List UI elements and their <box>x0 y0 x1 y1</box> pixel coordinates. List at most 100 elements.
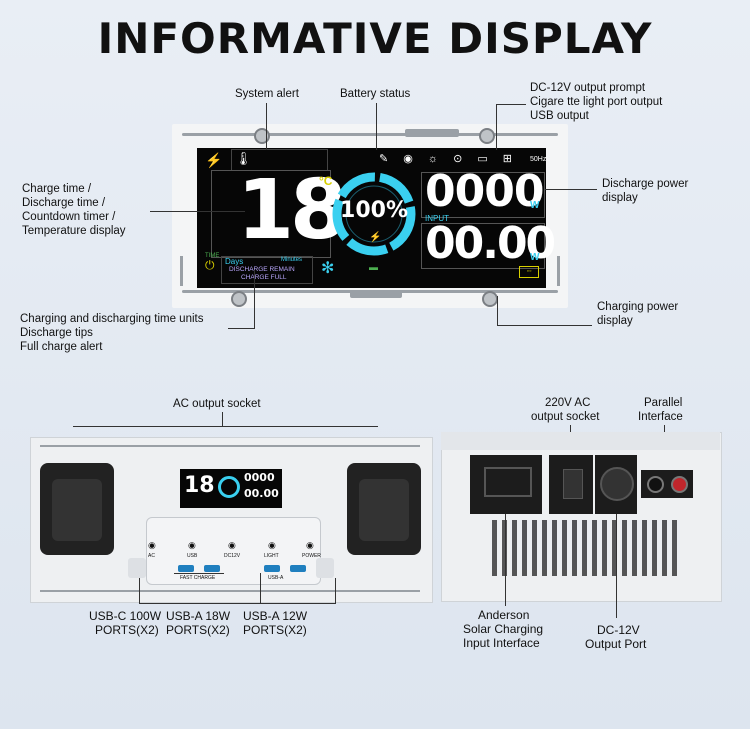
mini-lcd: 18 0000 00.00 <box>180 469 282 508</box>
dc12v-port[interactable] <box>595 455 637 514</box>
callout-charge-time-3: Countdown timer / <box>22 211 116 223</box>
callout-charge-time-1: Charge time / <box>22 183 92 195</box>
ac-socket-left[interactable] <box>40 463 114 555</box>
dc12v-label: DC12V <box>224 553 241 559</box>
usb-label: USB <box>187 553 198 559</box>
mini-output: 0000 <box>244 471 275 484</box>
leader-line <box>497 296 498 326</box>
leader-line <box>545 189 597 190</box>
screw-icon <box>231 291 247 307</box>
ac-label: AC <box>148 553 155 559</box>
charging-bolt-icon: ⚡ <box>369 232 382 243</box>
usb-c-port-left[interactable] <box>128 558 146 578</box>
callout-usba12-2: PORTS(X2) <box>243 623 307 637</box>
lcd-screen: ⚡ 🌡 18 °C 100% ⚡ ✎ ◉ ☼ ⊙ ▭ ⊞ 50Hz 0000 W… <box>197 148 556 288</box>
usb-a-label: USB-A <box>268 575 284 581</box>
callout-battery-status: Battery status <box>340 88 411 100</box>
callout-anderson-1: Anderson <box>478 608 530 622</box>
callout-dc-prompt-1: DC-12V output prompt <box>530 82 646 94</box>
callout-anderson-3: Input Interface <box>463 636 540 650</box>
thermometer-icon: 🌡 <box>235 151 252 166</box>
leader-line <box>260 573 261 603</box>
time-units-box <box>221 256 313 284</box>
light-button[interactable]: ◉ <box>268 540 276 550</box>
leader-line <box>139 578 140 604</box>
frame-clip-top <box>405 129 459 137</box>
discharge-remain-label: DISCHARGE REMAIN <box>229 266 295 273</box>
callout-anderson-2: Solar Charging <box>463 622 544 636</box>
callout-parallel-2: Interface <box>638 411 683 423</box>
callout-usba18-1: USB-A 18W <box>166 609 231 623</box>
control-panel <box>146 517 321 585</box>
temperature-value: 18 <box>237 163 347 258</box>
vent-grille <box>487 520 677 576</box>
callout-usbc-1: USB-C 100W <box>89 609 162 623</box>
frame-rail-top <box>182 133 558 136</box>
fan-alert-icon: ⚡ <box>205 152 223 168</box>
anderson-port[interactable] <box>470 455 542 514</box>
light-label: LIGHT <box>264 553 279 559</box>
parallel-terminal <box>647 476 664 493</box>
anderson-face <box>484 467 532 497</box>
panel-rail <box>40 445 420 447</box>
callout-system-alert: System alert <box>235 88 299 100</box>
leader-line <box>174 573 224 574</box>
callout-dc12-1: DC-12V <box>597 623 640 637</box>
usb-a-18w-port[interactable] <box>178 565 194 572</box>
leader-line <box>228 328 254 329</box>
power-label: POWER <box>302 553 321 559</box>
callout-charge-time-2: Discharge time / <box>22 197 106 209</box>
callout-dc-prompt-2: Cigare tte light port output <box>530 96 663 108</box>
ac-socket-right[interactable] <box>347 463 421 555</box>
socket-face <box>359 479 409 541</box>
usb-a-18w-port[interactable] <box>204 565 220 572</box>
screw-icon <box>254 128 270 144</box>
power-button[interactable]: ◉ <box>306 540 314 550</box>
panel-rail <box>40 590 420 592</box>
iec-face <box>563 469 583 499</box>
dc12v-button[interactable]: ◉ <box>228 540 236 550</box>
temp-box <box>211 170 331 258</box>
ac-button[interactable]: ◉ <box>148 540 156 550</box>
usb-c-port-right[interactable] <box>316 558 334 578</box>
usb-a-12w-port[interactable] <box>264 565 280 572</box>
leader-line <box>222 412 223 426</box>
leader-line <box>505 514 506 606</box>
battery-ring <box>332 172 416 256</box>
callout-time-units-1: Charging and discharging time units <box>20 313 204 325</box>
callout-220v-1: 220V AC <box>545 397 591 409</box>
socket-face <box>52 479 102 541</box>
callout-time-units-3: Full charge alert <box>20 341 103 353</box>
usb-a-12w-port[interactable] <box>290 565 306 572</box>
callout-220v-2: output socket <box>531 411 600 423</box>
usb-button[interactable]: ◉ <box>188 540 196 550</box>
ac-220v-socket[interactable] <box>549 455 593 514</box>
socket-icon: ◦◦ <box>519 266 539 278</box>
mini-battery-ring <box>218 476 240 498</box>
rear-panel-top <box>441 432 720 450</box>
leader-line <box>254 270 255 329</box>
callout-usbc-2: PORTS(X2) <box>95 623 159 637</box>
days-label: Days <box>225 257 244 266</box>
parallel-interface[interactable] <box>641 470 693 498</box>
frame-clip-bottom <box>350 290 402 298</box>
mini-temp: 18 <box>184 473 215 498</box>
parallel-terminal <box>671 476 688 493</box>
leader-line <box>496 104 526 105</box>
callout-usba12-1: USB-A 12W <box>243 609 308 623</box>
leader-line <box>150 211 245 212</box>
time-label: TIME <box>205 253 220 259</box>
callout-charging-power-1: Charging power <box>597 301 679 313</box>
fast-charge-label: FAST CHARGE <box>180 575 216 581</box>
dc-face <box>600 467 634 501</box>
temperature-unit: °C <box>319 174 333 188</box>
leader-line <box>139 603 336 604</box>
battery-small-icon: ▬ <box>369 262 378 272</box>
input-unit: W <box>530 252 540 263</box>
battery-percent: 100% <box>340 198 408 223</box>
callout-time-units-2: Discharge tips <box>20 327 93 339</box>
mini-input: 00.00 <box>244 487 279 500</box>
callout-discharge-power-2: display <box>602 192 638 204</box>
page-title: INFORMATIVE DISPLAY <box>97 14 653 63</box>
status-icons: ✎ ◉ ☼ ⊙ ▭ ⊞ <box>379 153 519 165</box>
